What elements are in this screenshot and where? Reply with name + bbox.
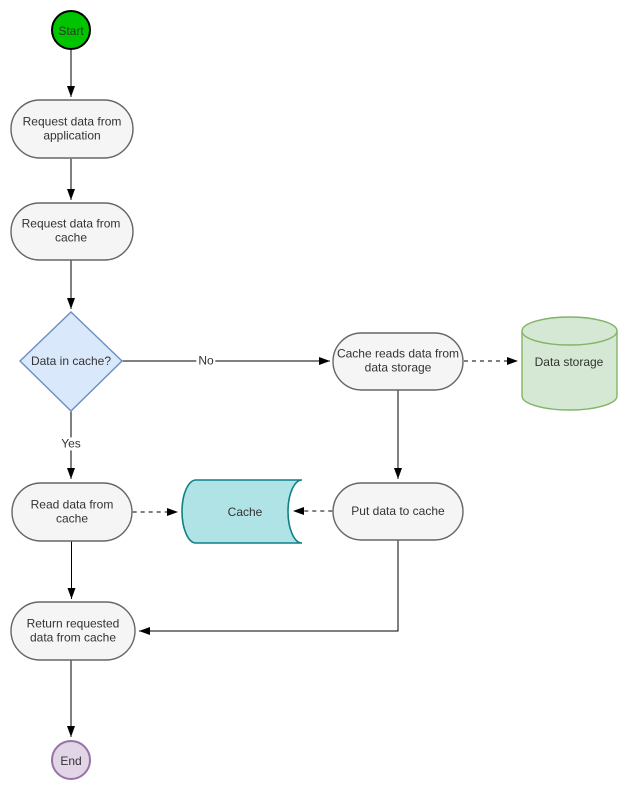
data-storage-cylinder-rim	[521, 330, 618, 346]
put-cache-node	[332, 482, 464, 541]
cache-store-node	[181, 479, 303, 544]
data-storage-cylinder-node	[521, 316, 618, 411]
edge-label-yes: Yes	[59, 436, 83, 451]
read-cache-node	[11, 482, 133, 542]
start-node	[51, 10, 91, 50]
request-cache-node	[10, 202, 134, 261]
cache-reads-node	[332, 332, 464, 391]
return-data-node	[10, 601, 136, 661]
end-node	[51, 740, 91, 780]
edge-put-cache-to-return	[139, 540, 399, 635]
data-in-cache-decision-node	[18, 311, 124, 412]
request-app-node	[10, 99, 134, 159]
edge-label-no: No	[196, 353, 216, 368]
